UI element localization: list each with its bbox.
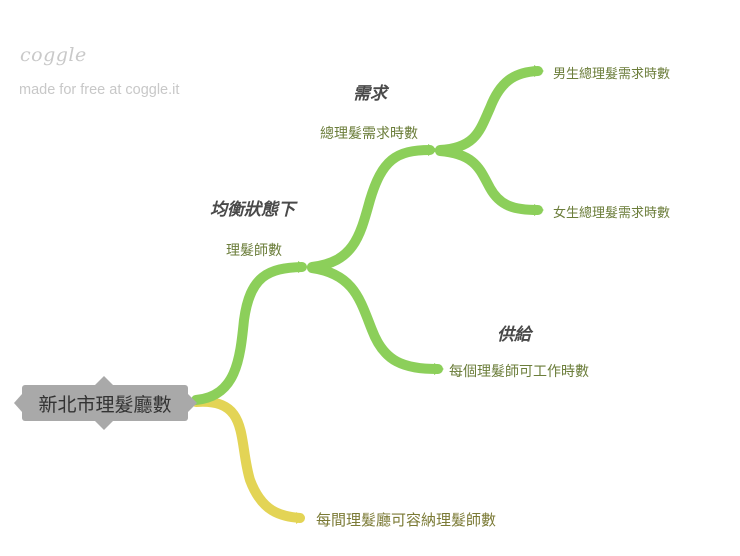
note-equilibrium: 均衡狀態下 [210, 200, 295, 220]
root-right-point [188, 394, 197, 412]
node-male-demand-hours[interactable]: 男生總理髮需求時數 [553, 67, 671, 82]
branch-connector-green-2 [307, 145, 435, 272]
node-barbers-per-shop[interactable]: 每間理髮廳可容納理髮師數 [316, 511, 497, 529]
root-node-label: 新北市理髮廳數 [38, 393, 172, 416]
arrow-tip-yellow [296, 512, 305, 524]
arrow-tip-green-1 [298, 261, 308, 273]
root-left-point [14, 394, 22, 412]
arrow-tip-green-5 [534, 204, 544, 216]
node-total-demand-hours[interactable]: 總理髮需求時數 [320, 126, 418, 142]
node-female-demand-hours[interactable]: 女生總理髮需求時數 [553, 206, 671, 221]
arrow-tip-green-3 [434, 363, 444, 375]
branch-connector-green-1 [191, 262, 307, 405]
branch-connector-green-4 [435, 66, 543, 155]
note-supply: 供給 [497, 325, 531, 345]
coggle-logo: coggle [20, 44, 87, 66]
root-node[interactable]: 新北市理髮廳數 [22, 385, 188, 421]
coggle-attribution: made for free at coggle.it [19, 82, 180, 98]
root-top-point [95, 376, 113, 385]
arrow-tip-green-4 [534, 65, 544, 77]
arrow-tip-green-2 [428, 144, 438, 156]
root-bottom-point [95, 421, 113, 430]
node-barber-work-hours[interactable]: 每個理髮師可工作時數 [449, 364, 589, 380]
node-barber-count[interactable]: 理髮師數 [226, 243, 282, 259]
note-demand: 需求 [353, 84, 387, 104]
branch-connector-yellow [191, 396, 305, 523]
branch-connector-green-3 [307, 263, 443, 374]
branch-connector-green-5 [435, 146, 543, 215]
